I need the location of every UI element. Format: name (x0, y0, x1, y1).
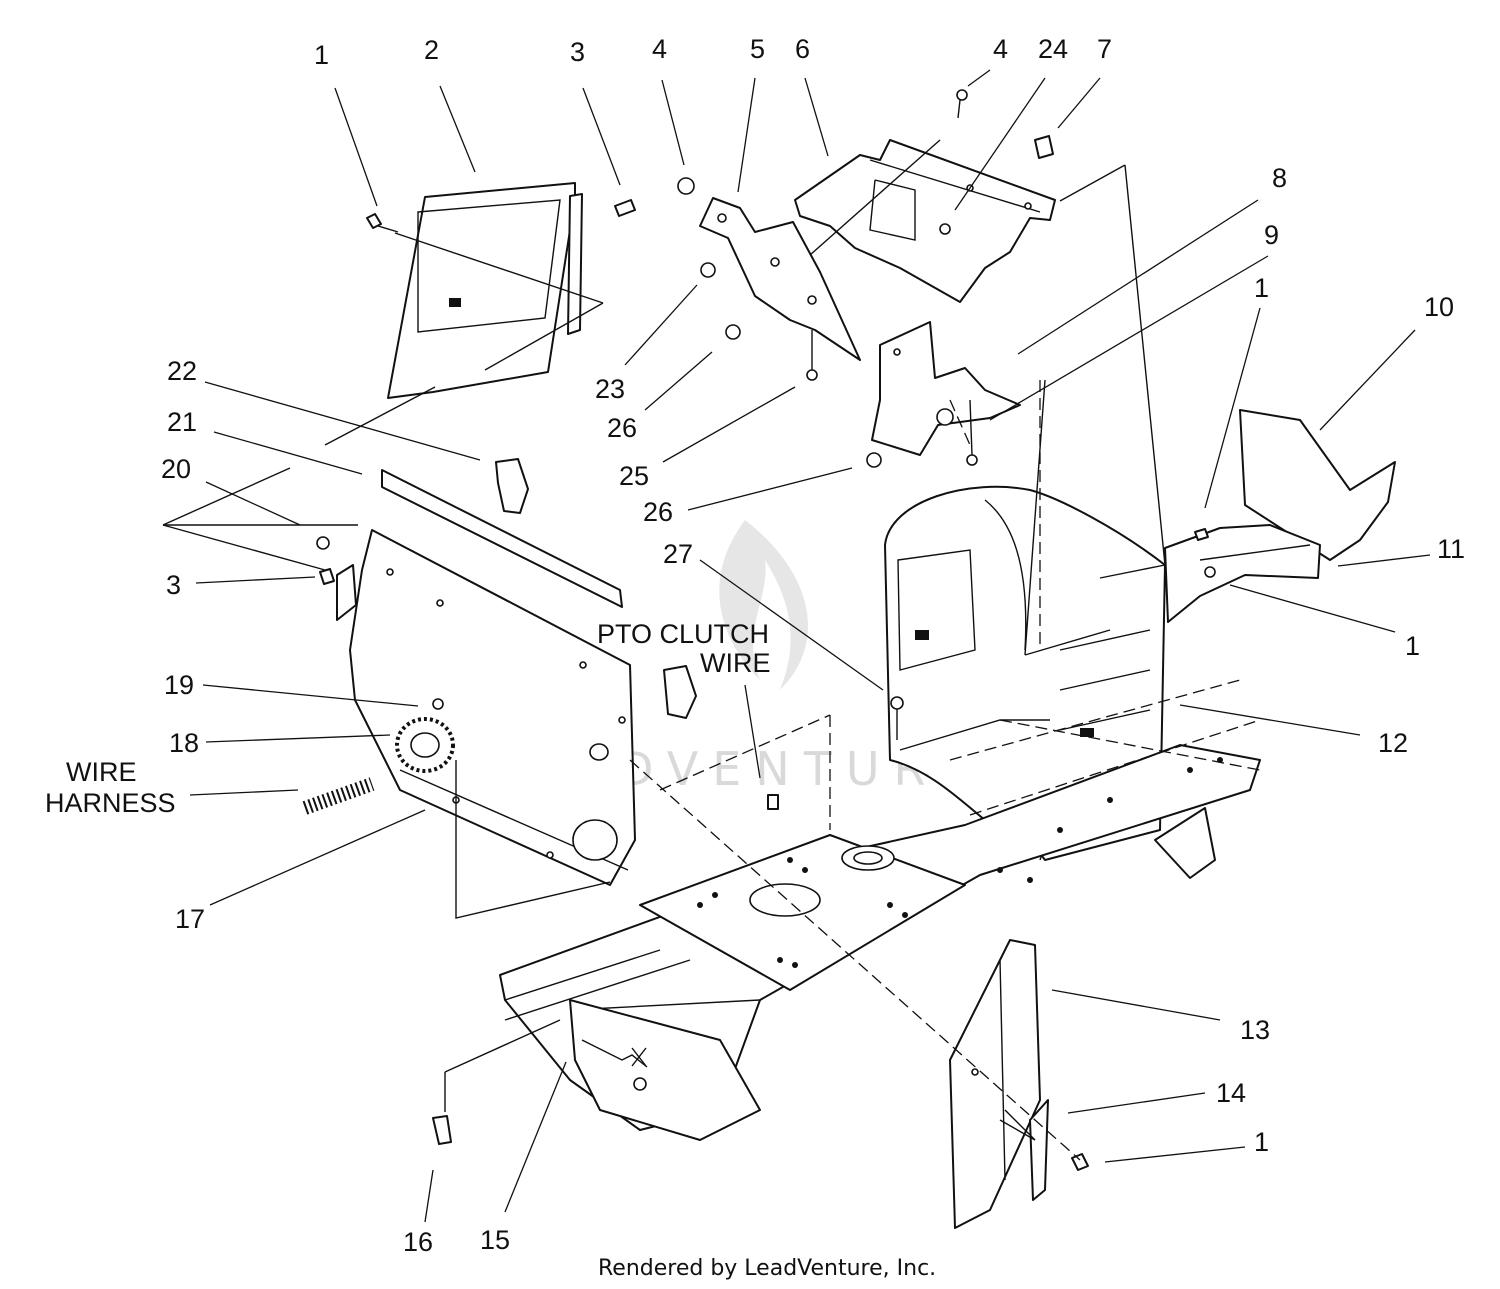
callout-7: 7 (1097, 34, 1112, 64)
callout-6: 6 (795, 34, 810, 64)
callout-25: 25 (619, 461, 649, 491)
part-2-side-panel (387, 182, 583, 399)
callout-3: 3 (570, 37, 585, 67)
callout-1-d: 1 (1254, 1127, 1269, 1157)
callout-23: 23 (595, 374, 625, 404)
dashed-center-lines (629, 380, 1261, 1161)
callout-9: 9 (1264, 220, 1279, 250)
part-1-screw-bottom (1071, 1153, 1089, 1171)
part-4-bolt (956, 89, 968, 119)
part-19-bolt (432, 698, 444, 710)
callout-5: 5 (750, 34, 765, 64)
part-16-clip (432, 1115, 452, 1145)
part-20-bolt (316, 536, 330, 550)
part-8-bracket (871, 321, 1021, 456)
part-9-bolt (966, 399, 978, 466)
part-26-nut (725, 324, 741, 340)
part-6-tray (794, 139, 1056, 303)
leader-lines (162, 69, 1431, 1223)
callout-17: 17 (175, 904, 205, 934)
callout-1-b: 1 (1254, 273, 1269, 303)
part-26-nut-lower (866, 452, 882, 468)
wire-harness-label-line2: HARNESS (45, 788, 176, 818)
part-11-rail (1164, 524, 1321, 623)
callout-13: 13 (1240, 1015, 1270, 1045)
callout-26-b: 26 (643, 497, 673, 527)
callout-1-c: 1 (1405, 631, 1420, 661)
part-3-clip (614, 199, 636, 217)
callout-11: 11 (1437, 534, 1465, 564)
part-25-bolt (806, 330, 818, 381)
chassis-frame (499, 744, 1261, 1141)
wire-harness-coil (302, 777, 375, 815)
callout-4: 4 (652, 34, 667, 64)
pto-bracket (663, 665, 697, 719)
callout-1: 1 (314, 40, 329, 70)
callout-20: 20 (161, 454, 191, 484)
callout-26: 26 (607, 413, 637, 443)
callout-19: 19 (164, 670, 194, 700)
text-labels: PTO CLUTCH WIRE WIRE HARNESS (45, 619, 771, 818)
part-21-strip (381, 469, 623, 608)
part-15-clip (581, 1039, 648, 1091)
part-17-side-panel (349, 529, 636, 886)
part-3-clip-lower (319, 568, 335, 585)
pto-clutch-wire-label-line1: PTO CLUTCH (597, 619, 769, 649)
callout-24: 24 (1038, 34, 1068, 64)
part-3-plate (336, 564, 357, 621)
callout-numbers: 1 2 3 4 5 6 4 24 7 8 9 1 10 22 21 20 3 2… (161, 34, 1465, 1257)
footer-credit: Rendered by LeadVenture, Inc. (598, 1256, 936, 1281)
flame-logo-icon (719, 520, 809, 690)
callout-21: 21 (167, 407, 197, 437)
callout-14: 14 (1216, 1078, 1246, 1108)
part-18-grommet (395, 717, 455, 773)
part-10-plate (1239, 409, 1396, 561)
callout-4-b: 4 (993, 34, 1008, 64)
part-1-screw-right (1194, 528, 1216, 578)
callout-10: 10 (1424, 292, 1454, 322)
callout-27: 27 (663, 539, 693, 569)
callout-8: 8 (1272, 163, 1287, 193)
wire-harness-label-line1: WIRE (66, 757, 137, 787)
callout-2: 2 (424, 35, 439, 65)
callout-3-b: 3 (166, 570, 181, 600)
part-4-knob (677, 177, 695, 195)
callout-16: 16 (403, 1227, 433, 1257)
pto-clutch-wire-label-line2: WIRE (700, 648, 771, 678)
part-14-shim (1029, 1099, 1049, 1201)
callout-18: 18 (169, 728, 199, 758)
callout-15: 15 (480, 1225, 510, 1255)
callout-12: 12 (1378, 728, 1408, 758)
part-22-bracket (495, 458, 529, 514)
part-1-screw (366, 213, 399, 233)
part-5-bracket (699, 197, 861, 361)
part-12-tower (884, 485, 1166, 861)
part-27-bolt (890, 696, 904, 740)
callout-22: 22 (167, 356, 197, 386)
part-7-clip (1034, 135, 1054, 159)
part-23-nut (700, 262, 716, 278)
